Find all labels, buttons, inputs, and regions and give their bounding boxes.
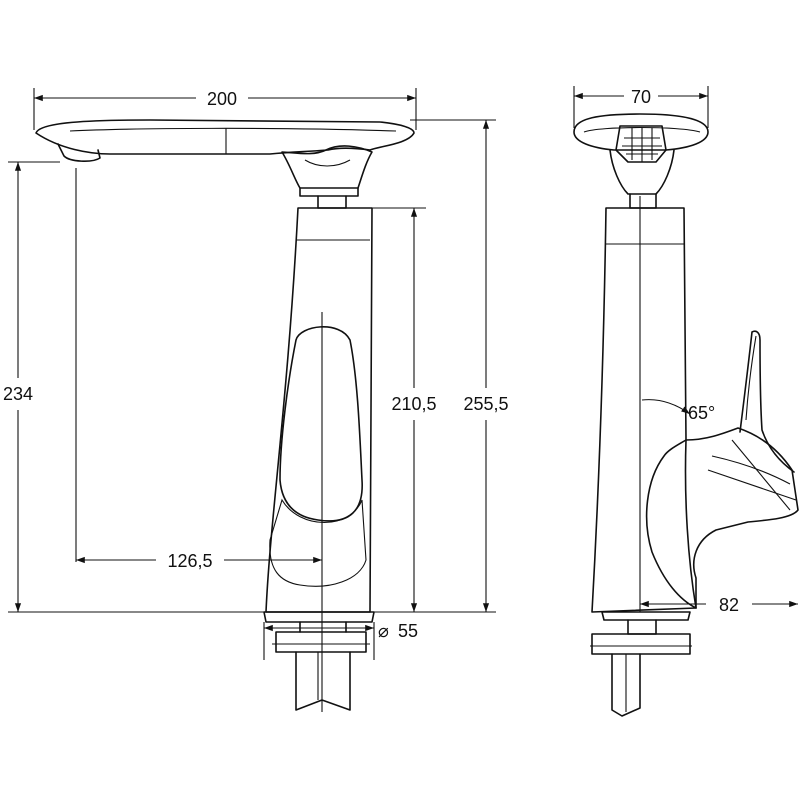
dim-reach: 126,5: [167, 551, 212, 571]
lever-housing: [645, 427, 799, 609]
spout-neck: [281, 145, 373, 189]
dim-side-width: 70: [631, 87, 651, 107]
supply-hose: [295, 651, 351, 711]
side-view: [573, 113, 799, 717]
aerator-side: [615, 125, 667, 163]
dim-spout-length: 200: [207, 89, 237, 109]
front-view: [35, 119, 415, 712]
dim-total-height: 255,5: [463, 394, 508, 414]
dim-outlet-height: 234: [3, 384, 33, 404]
dim-body-height: 210,5: [391, 394, 436, 414]
base-side: [601, 611, 691, 621]
lever-front: [279, 326, 363, 522]
body-side: [591, 207, 697, 613]
nut-side: [591, 633, 691, 655]
aerator: [57, 143, 101, 162]
dim-base-diameter-symbol: ⌀: [378, 621, 389, 641]
spout-end: [573, 113, 709, 151]
base-plate: [263, 611, 375, 623]
mounting-nut: [275, 631, 367, 653]
dim-base-diameter: 55: [398, 621, 418, 641]
front-dimensions: 200 234 210,5 255,5 126,5 ⌀ 55: [3, 88, 509, 660]
dim-lever-reach: 82: [719, 595, 739, 615]
hose-side: [611, 653, 641, 717]
dim-lever-angle: 65°: [688, 403, 715, 423]
lever-handle: [739, 330, 795, 473]
faucet-body: [265, 207, 373, 613]
side-dimensions: 70 65° 82: [573, 86, 798, 615]
spout-outline: [35, 119, 415, 155]
